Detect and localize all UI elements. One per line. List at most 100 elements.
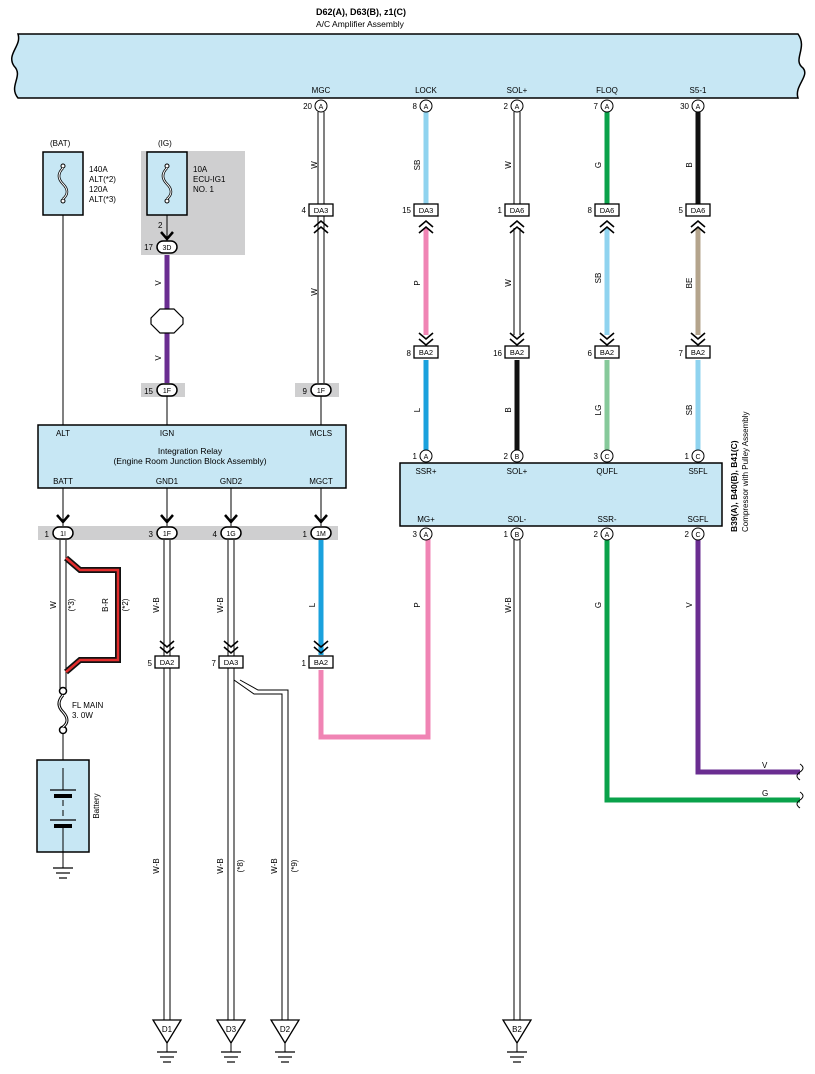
comp-top-num: 2 bbox=[504, 452, 509, 461]
junction-num: 1 bbox=[302, 659, 307, 668]
junction-num: 1 bbox=[498, 206, 503, 215]
wire-note-label: (*2) bbox=[121, 598, 130, 611]
junction-num: 5 bbox=[148, 659, 153, 668]
amp-pin-labels: MGC LOCK SOL+ FLOQ S5-1 bbox=[312, 86, 707, 95]
ground-label: D2 bbox=[280, 1025, 291, 1034]
comp-codes: B39(A), B40(B), B41(C) bbox=[729, 440, 739, 532]
bat-fuse-icon bbox=[57, 163, 69, 204]
junction-num: 5 bbox=[679, 206, 684, 215]
wire-color-label: W-B bbox=[270, 858, 279, 873]
relay-out-num: 4 bbox=[213, 530, 218, 539]
wire-color-label: B bbox=[685, 162, 694, 167]
ground-label: B2 bbox=[512, 1025, 522, 1034]
relay-output-connectors: 1 1I 3 1F 4 1G 1 1M bbox=[38, 488, 338, 540]
wire-labels-lower: W (*3) B-R (*2) W-B W-B L P W-B G V bbox=[49, 597, 694, 612]
junction-num: 4 bbox=[302, 206, 307, 215]
exit-label-g: G bbox=[762, 789, 768, 798]
junction-num: 16 bbox=[493, 349, 502, 358]
pin-s51-label: S5-1 bbox=[690, 86, 707, 95]
wire-labels-bottom: W-B W-B (*8) W-B (*9) bbox=[152, 858, 299, 873]
wire-color-label: P bbox=[413, 602, 422, 607]
junction-conn: BA2 bbox=[510, 348, 524, 357]
junction-num: 8 bbox=[407, 349, 412, 358]
wire-color-label: G bbox=[594, 162, 603, 168]
junction-row-top: 4 DA3 15 DA3 1 DA6 8 DA6 5 DA6 bbox=[302, 203, 711, 234]
comp-pin-mgplus: MG+ bbox=[417, 515, 435, 524]
pin-floq-label: FLOQ bbox=[596, 86, 618, 95]
comp-top-conn: C bbox=[695, 454, 700, 461]
bat-rating-line: 140A bbox=[89, 165, 108, 174]
wire-labels-mid: W P W SB BE bbox=[310, 273, 694, 296]
ig-conn-num: 17 bbox=[144, 243, 153, 252]
relay-pin-gnd2: GND2 bbox=[220, 477, 243, 486]
junction-conn: BA2 bbox=[419, 348, 433, 357]
bat-label: (BAT) bbox=[50, 139, 71, 148]
ig-splice-octagon bbox=[150, 308, 184, 334]
amp-pin-conn: A bbox=[696, 104, 701, 111]
wire-color-label: G bbox=[594, 602, 603, 608]
junction-num: 8 bbox=[588, 206, 593, 215]
relay-in-conn: 1F bbox=[163, 388, 171, 395]
junction-conn: BA2 bbox=[314, 658, 328, 667]
amp-pin-num: 2 bbox=[504, 102, 509, 111]
wire-color-label: W bbox=[504, 161, 513, 169]
exit-label-v: V bbox=[762, 761, 768, 770]
relay-subtitle: (Engine Room Junction Block Assembly) bbox=[113, 456, 266, 466]
relay-pin-alt: ALT bbox=[56, 429, 70, 438]
junction-row-lower: 5 DA2 7 DA3 1 BA2 bbox=[148, 640, 334, 669]
comp-top-conn: B bbox=[515, 454, 520, 461]
wire-color-label: SB bbox=[685, 405, 694, 416]
wire-note-label: (*3) bbox=[67, 598, 76, 611]
wire-color-label: L bbox=[413, 407, 422, 412]
amp-pin-connectors: 20 A 8 A 2 A 7 A 30 A bbox=[303, 99, 705, 113]
ground-d3: D3 bbox=[215, 1019, 247, 1063]
wire-note-label: (*9) bbox=[290, 859, 299, 872]
fl-main-label: FL MAIN bbox=[72, 701, 103, 710]
junction-conn: BA2 bbox=[600, 348, 614, 357]
wire-color-label: L bbox=[308, 602, 317, 607]
ig-label: (IG) bbox=[158, 139, 172, 148]
wire-color-label: B-R bbox=[101, 598, 110, 612]
wire-color-label: B bbox=[504, 407, 513, 412]
ground-label: D3 bbox=[226, 1025, 237, 1034]
wire-labels-top: W SB W G B bbox=[310, 160, 694, 171]
wire-color-label: LG bbox=[594, 405, 603, 416]
relay-in-num: 15 bbox=[144, 387, 153, 396]
amp-assembly-box bbox=[11, 33, 806, 99]
wire-note-label: (*8) bbox=[236, 859, 245, 872]
amp-pin-num: 7 bbox=[594, 102, 599, 111]
ground-d1: D1 bbox=[151, 1019, 183, 1063]
ground-d2: D2 bbox=[269, 1019, 301, 1063]
ig-wire-label: V bbox=[154, 355, 163, 361]
comp-bot-conn: A bbox=[424, 532, 429, 539]
ground-label: D1 bbox=[162, 1025, 173, 1034]
wire-color-label: W-B bbox=[216, 858, 225, 873]
comp-pin-ssrplus: SSR+ bbox=[415, 467, 436, 476]
wire-color-label: W bbox=[49, 601, 58, 609]
wire-color-label: V bbox=[685, 602, 694, 608]
relay-pin-gnd1: GND1 bbox=[156, 477, 179, 486]
comp-bot-num: 1 bbox=[504, 530, 509, 539]
comp-top-num: 1 bbox=[413, 452, 418, 461]
wire-color-label: W bbox=[310, 161, 319, 169]
wire-color-label: P bbox=[413, 280, 422, 285]
comp-pin-solplus: SOL+ bbox=[507, 467, 528, 476]
relay-out-conn: 1G bbox=[226, 531, 235, 538]
relay-out-num: 3 bbox=[149, 530, 154, 539]
amp-pin-conn: A bbox=[605, 104, 610, 111]
ig-rating-line: ECU-IG1 bbox=[193, 175, 226, 184]
relay-out-conn: 1M bbox=[316, 531, 326, 538]
relay-in-conn: 1F bbox=[317, 388, 325, 395]
junction-conn: DA6 bbox=[691, 206, 706, 215]
comp-pin-ssrminus: SSR- bbox=[597, 515, 616, 524]
ig-rating-line: 10A bbox=[193, 165, 208, 174]
wire-color-label: W bbox=[310, 288, 319, 296]
battery-ground-icon bbox=[53, 867, 73, 879]
wires bbox=[59, 112, 800, 1020]
bat-rating-line: 120A bbox=[89, 185, 108, 194]
junction-row-mid: 8 BA2 16 BA2 6 BA2 7 BA2 bbox=[407, 332, 711, 359]
relay-title: Integration Relay bbox=[158, 446, 223, 456]
battery-label: Battery bbox=[92, 793, 101, 818]
ig-pin: 2 bbox=[158, 221, 163, 230]
